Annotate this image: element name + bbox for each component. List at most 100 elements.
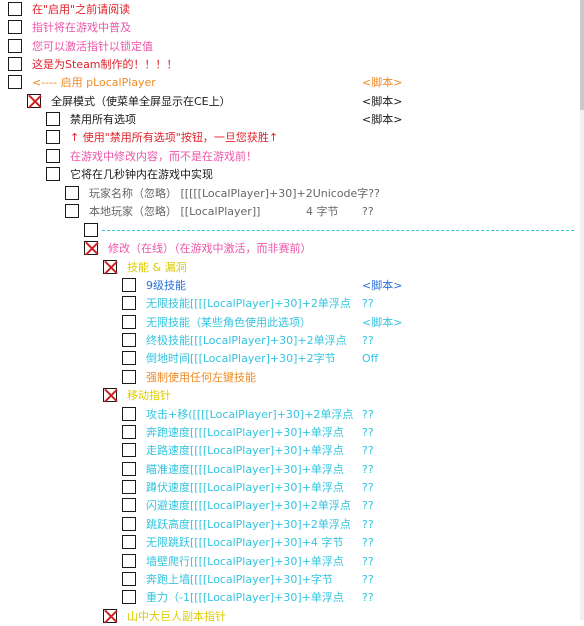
row-checkbox[interactable]	[122, 517, 136, 531]
row-checkbox[interactable]	[122, 333, 136, 347]
row-checkbox[interactable]	[122, 498, 136, 512]
row-description: 终极技能[[[LocalPlayer]+30]+2单浮点	[146, 334, 347, 347]
table-row[interactable]: 闪避速度[[[[LocalPlayer]+30]+2单浮点??	[0, 497, 580, 515]
row-checkbox[interactable]	[8, 20, 22, 34]
table-row[interactable]: 强制使用任何左键技能	[0, 369, 580, 387]
table-row[interactable]: 您可以激活指针以锁定值	[0, 38, 580, 56]
table-row[interactable]: 墙壁爬行[[[[LocalPlayer]+30]+单浮点??	[0, 553, 580, 571]
row-checkbox[interactable]	[65, 204, 79, 218]
table-row[interactable]: 本地玩家（忽略） [[LocalPlayer]]4 字节??	[0, 203, 580, 221]
row-checkbox[interactable]	[122, 590, 136, 604]
row-value[interactable]: ??	[362, 463, 374, 476]
row-checkbox[interactable]	[122, 407, 136, 421]
row-value[interactable]: <脚本>	[362, 76, 403, 89]
row-checkbox[interactable]	[122, 480, 136, 494]
row-value[interactable]: ??	[362, 444, 374, 457]
table-row[interactable]: 禁用所有选项<脚本>	[0, 111, 580, 129]
row-value[interactable]: ??	[362, 426, 374, 439]
table-row[interactable]	[0, 222, 580, 240]
table-row[interactable]: 蹲伏速度[[[[LocalPlayer]+30]+单浮点??	[0, 479, 580, 497]
row-checkbox[interactable]	[122, 572, 136, 586]
row-description: 重力（-1[[[[LocalPlayer]+30]+单浮点	[146, 591, 344, 604]
row-checkbox-checked[interactable]	[27, 94, 41, 108]
row-value[interactable]: ??	[362, 518, 374, 531]
row-value[interactable]: ??	[362, 205, 374, 218]
table-row[interactable]: 重力（-1[[[[LocalPlayer]+30]+单浮点??	[0, 589, 580, 607]
row-checkbox[interactable]	[46, 112, 60, 126]
row-checkbox[interactable]	[122, 315, 136, 329]
row-checkbox[interactable]	[122, 554, 136, 568]
table-row[interactable]: 跳跃高度[[[[LocalPlayer]+30]+2单浮点??	[0, 516, 580, 534]
row-value[interactable]: ??	[362, 499, 374, 512]
row-checkbox[interactable]	[122, 278, 136, 292]
row-checkbox[interactable]	[46, 130, 60, 144]
row-checkbox[interactable]	[122, 425, 136, 439]
table-row[interactable]: 它将在几秒钟内在游戏中实现	[0, 166, 580, 184]
table-row[interactable]: 无限技能[[[[LocalPlayer]+30]+2单浮点??	[0, 295, 580, 313]
row-checkbox[interactable]	[122, 351, 136, 365]
group-divider	[102, 230, 574, 231]
row-value[interactable]: ??	[362, 591, 374, 604]
table-row[interactable]: ↑ 使用"禁用所有选项"按钮，一旦您获胜↑	[0, 129, 580, 147]
row-description: 闪避速度[[[[LocalPlayer]+30]+2单浮点	[146, 499, 351, 512]
table-row[interactable]: 终极技能[[[LocalPlayer]+30]+2单浮点??	[0, 332, 580, 350]
row-description: 瞄准速度[[[[LocalPlayer]+30]+单浮点	[146, 463, 344, 476]
table-row[interactable]: 技能 & 漏洞	[0, 259, 580, 277]
table-row[interactable]: 奔跑上墙[[[[LocalPlayer]+30]+字节??	[0, 571, 580, 589]
table-row[interactable]: 走路速度[[[[LocalPlayer]+30]+单浮点??	[0, 442, 580, 460]
row-value[interactable]: <脚本>	[362, 95, 403, 108]
table-row[interactable]: 攻击+移([[[[LocalPlayer]+30]+2单浮点??	[0, 406, 580, 424]
row-checkbox[interactable]	[46, 149, 60, 163]
row-description: 它将在几秒钟内在游戏中实现	[70, 168, 213, 181]
table-row[interactable]: 9级技能 <脚本>	[0, 277, 580, 295]
row-value[interactable]: ??	[362, 408, 374, 421]
table-row[interactable]: 无限跳跃[[[[LocalPlayer]+30]+4 字节??	[0, 534, 580, 552]
table-row[interactable]: 玩家名称（忽略） [[[[[LocalPlayer]+30]+2Unicode字…	[0, 185, 580, 203]
row-checkbox-checked[interactable]	[103, 260, 117, 274]
row-description: 9级技能	[146, 279, 186, 292]
table-row[interactable]: 山中大巨人副本指针	[0, 608, 580, 626]
row-checkbox-checked[interactable]	[103, 609, 117, 623]
row-description: 在游戏中修改内容，而不是在游戏前！	[70, 150, 257, 163]
table-row[interactable]: 在游戏中修改内容，而不是在游戏前！	[0, 148, 580, 166]
row-checkbox[interactable]	[65, 186, 79, 200]
row-checkbox[interactable]	[46, 167, 60, 181]
row-checkbox[interactable]	[122, 462, 136, 476]
row-description: ↑ 使用"禁用所有选项"按钮，一旦您获胜↑	[70, 131, 279, 144]
row-value[interactable]: <脚本>	[362, 113, 403, 126]
row-checkbox[interactable]	[122, 370, 136, 384]
row-checkbox[interactable]	[122, 443, 136, 457]
table-row[interactable]: 指针将在游戏中普及	[0, 19, 580, 37]
vertical-scrollbar[interactable]	[580, 0, 584, 620]
row-value[interactable]: ??	[362, 536, 374, 549]
table-row[interactable]: 这是为Steam制作的！！！！	[0, 56, 580, 74]
table-row[interactable]: <---- 启用 pLocalPlayer<脚本>	[0, 74, 580, 92]
row-value[interactable]: ??	[362, 481, 374, 494]
row-checkbox[interactable]	[8, 75, 22, 89]
table-row[interactable]: 修改（在线）（在游戏中激活，而非赛前）	[0, 240, 580, 258]
table-row[interactable]: 在"启用"之前请阅读	[0, 1, 580, 19]
row-checkbox[interactable]	[8, 57, 22, 71]
table-row[interactable]: 无限技能（某些角色使用此选项）<脚本>	[0, 314, 580, 332]
row-value[interactable]: <脚本>	[362, 316, 403, 329]
row-checkbox[interactable]	[8, 39, 22, 53]
row-value[interactable]: <脚本>	[362, 279, 403, 292]
row-checkbox[interactable]	[122, 296, 136, 310]
table-row[interactable]: 瞄准速度[[[[LocalPlayer]+30]+单浮点??	[0, 461, 580, 479]
row-checkbox[interactable]	[8, 2, 22, 16]
row-description: 技能 & 漏洞	[127, 261, 187, 274]
row-value[interactable]: ??	[362, 297, 374, 310]
row-checkbox-checked[interactable]	[103, 388, 117, 402]
scrollbar-thumb[interactable]	[580, 0, 584, 110]
table-row[interactable]: 奔跑速度[[[[LocalPlayer]+30]+单浮点??	[0, 424, 580, 442]
row-value[interactable]: ??	[362, 573, 374, 586]
row-value[interactable]: Off	[362, 352, 379, 365]
table-row[interactable]: 移动指针	[0, 387, 580, 405]
row-value[interactable]: ??	[362, 334, 374, 347]
row-checkbox[interactable]	[122, 535, 136, 549]
table-row[interactable]: 全屏模式（使菜单全屏显示在CE上）<脚本>	[0, 93, 580, 111]
row-checkbox[interactable]	[84, 223, 98, 237]
row-value[interactable]: ??	[362, 555, 374, 568]
row-checkbox-checked[interactable]	[84, 241, 98, 255]
